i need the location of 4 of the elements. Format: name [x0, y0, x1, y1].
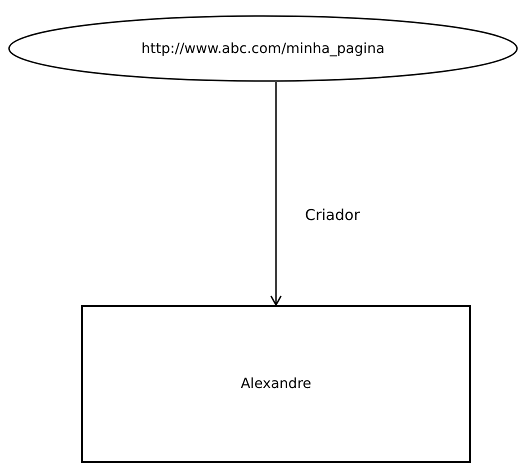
arrow	[270, 82, 282, 306]
node-label: http://www.abc.com/minha_pagina	[141, 40, 385, 56]
node-label: Alexandre	[240, 376, 312, 392]
entity-box	[81, 305, 471, 463]
